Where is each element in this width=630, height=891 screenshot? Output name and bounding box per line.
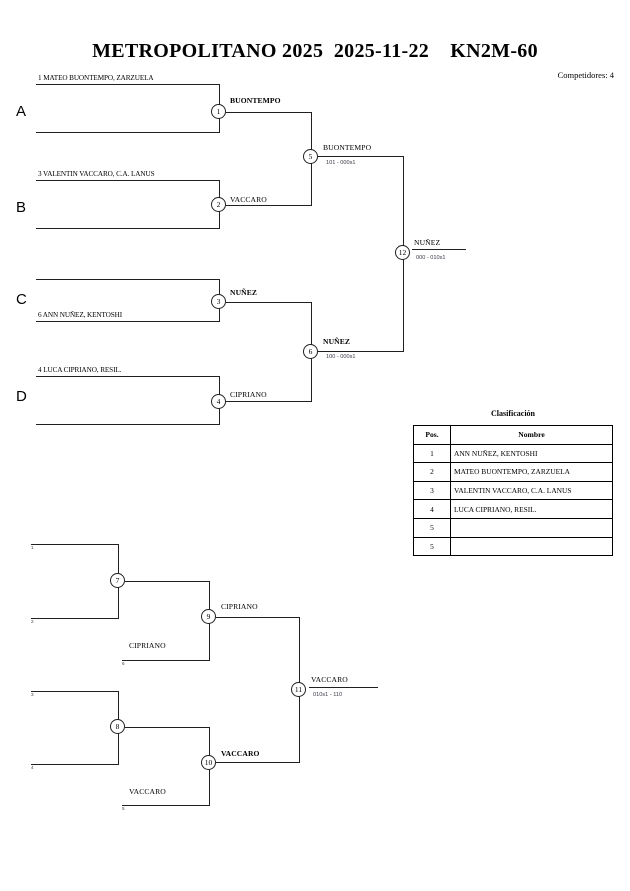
slot-line-d-bottom <box>36 424 220 425</box>
match-3-node[interactable]: 3 <box>211 294 226 309</box>
table-row: 3 VALENTIN VACCARO, C.A. LANUS <box>413 480 613 501</box>
match-12-node[interactable]: 12 <box>395 245 410 260</box>
row-nombre <box>450 536 613 557</box>
group-letter-d: D <box>16 388 27 405</box>
column-header-nombre: Nombre <box>450 425 613 445</box>
group-letter-c: C <box>16 291 27 308</box>
match-9-node[interactable]: 9 <box>201 609 216 624</box>
match-8-node[interactable]: 8 <box>110 719 125 734</box>
entry-label-1: 1 MATEO BUONTEMPO, ZARZUELA <box>38 74 154 82</box>
repechage-feed-1-number: 6 <box>122 661 125 666</box>
slot-line-b-bottom <box>36 228 220 229</box>
row-nombre: MATEO BUONTEMPO, ZARZUELA <box>450 462 613 482</box>
table-row: 1 ANN NUÑEZ, KENTOSHI <box>413 443 613 464</box>
table-header-row: Pos. Nombre <box>413 425 613 445</box>
match-4-node[interactable]: 4 <box>211 394 226 409</box>
match-6-winner: NUÑEZ <box>323 337 351 346</box>
repechage-feed-line-2 <box>122 805 210 806</box>
row-nombre <box>450 517 613 538</box>
table-row: 4 LUCA CIPRIANO, RESIL. <box>413 499 613 519</box>
match-11-score: 010s1 - 110 <box>313 692 343 698</box>
match-2-node[interactable]: 2 <box>211 197 226 212</box>
entry-label-4: 4 LUCA CIPRIANO, RESIL. <box>38 366 122 374</box>
row-nombre: VALENTIN VACCARO, C.A. LANUS <box>450 480 613 501</box>
page-title-text: METROPOLITANO 2025 2025-11-22 KN2M-60 <box>92 40 538 62</box>
entry-label-3: 3 VALENTIN VACCARO, C.A. LANUS <box>38 170 155 178</box>
feed-line-m10-to-m11 <box>216 762 300 763</box>
row-nombre: ANN NUÑEZ, KENTOSHI <box>450 443 613 464</box>
row-pos: 2 <box>413 462 451 482</box>
match-1-node[interactable]: 1 <box>211 104 226 119</box>
repechage-slot-line-2 <box>31 618 119 619</box>
row-pos: 5 <box>413 517 451 538</box>
match-11-node[interactable]: 11 <box>291 682 306 697</box>
row-pos: 5 <box>413 536 451 557</box>
feed-line-m7-to-m9 <box>125 581 210 582</box>
match-5-node[interactable]: 5 <box>303 149 318 164</box>
match-5-winner: BUONTEMPO <box>323 143 372 152</box>
repechage-feed-line-1 <box>122 660 210 661</box>
match-5-score: 101 - 000s1 <box>326 160 356 166</box>
slot-line-c-top <box>36 279 220 280</box>
row-pos: 3 <box>413 480 451 501</box>
match-10-node[interactable]: 10 <box>201 755 216 770</box>
champion-line <box>412 249 466 250</box>
repechage-slot-line-3 <box>31 691 119 692</box>
match-4-winner: CIPRIANO <box>230 390 267 399</box>
feed-line-m9-to-m11 <box>216 617 300 618</box>
column-header-pos: Pos. <box>413 425 451 445</box>
repechage-slot-3-number: 3 <box>31 692 34 697</box>
slot-line-a-bottom <box>36 132 220 133</box>
repechage-feed-1-label: CIPRIANO <box>129 641 166 650</box>
match-9-winner: CIPRIANO <box>221 602 258 611</box>
repechage-slot-line-4 <box>31 764 119 765</box>
page-title: METROPOLITANO 2025 2025-11-22 KN2M-60 <box>0 40 630 63</box>
slot-line-c-bottom <box>36 321 220 322</box>
group-letter-a: A <box>16 103 27 120</box>
row-pos: 1 <box>413 443 451 464</box>
entry-label-6: 6 ANN NUÑEZ, KENTOSHI <box>38 311 123 319</box>
match-12-score: 000 - 010s1 <box>416 255 446 261</box>
table-row: 5 <box>413 536 613 557</box>
classification-title: Clasificación <box>491 409 535 418</box>
match-3-winner: NUÑEZ <box>230 288 258 297</box>
repechage-slot-2-number: 2 <box>31 619 34 624</box>
feed-line-m4-to-m6 <box>226 401 312 402</box>
slot-line-b-top <box>36 180 220 181</box>
feed-line-m2-to-m5 <box>226 205 312 206</box>
feed-line-m8-to-m10 <box>125 727 210 728</box>
match-11-winner: VACCARO <box>311 675 348 684</box>
repechage-slot-4-number: 4 <box>31 765 34 770</box>
feed-line-m6-to-final <box>318 351 404 352</box>
repechage-feed-2-label: VACCARO <box>129 787 166 796</box>
repechage-slot-line-1 <box>31 544 119 545</box>
match-10-winner: VACCARO <box>221 749 260 758</box>
slot-line-d-top <box>36 376 220 377</box>
group-letter-b: B <box>16 199 27 216</box>
repechage-winner-line <box>309 687 378 688</box>
table-row: 5 <box>413 517 613 538</box>
feed-line-m3-to-m6 <box>226 302 312 303</box>
repechage-slot-1-number: 1 <box>31 545 34 550</box>
match-6-score: 100 - 000s1 <box>326 354 356 360</box>
row-nombre: LUCA CIPRIANO, RESIL. <box>450 499 613 519</box>
match-1-winner: BUONTEMPO <box>230 96 281 105</box>
match-2-winner: VACCARO <box>230 195 267 204</box>
classification-table: Pos. Nombre 1 ANN NUÑEZ, KENTOSHI 2 MATE… <box>413 425 613 557</box>
competitors-count: Competidores: 4 <box>557 70 614 80</box>
slot-line-a-top <box>36 84 220 85</box>
row-pos: 4 <box>413 499 451 519</box>
table-row: 2 MATEO BUONTEMPO, ZARZUELA <box>413 462 613 482</box>
match-7-node[interactable]: 7 <box>110 573 125 588</box>
repechage-feed-2-number: 5 <box>122 806 125 811</box>
match-12-winner: NUÑEZ <box>414 238 441 247</box>
feed-line-m5-to-final <box>318 156 404 157</box>
match-6-node[interactable]: 6 <box>303 344 318 359</box>
feed-line-m1-to-m5 <box>226 112 312 113</box>
